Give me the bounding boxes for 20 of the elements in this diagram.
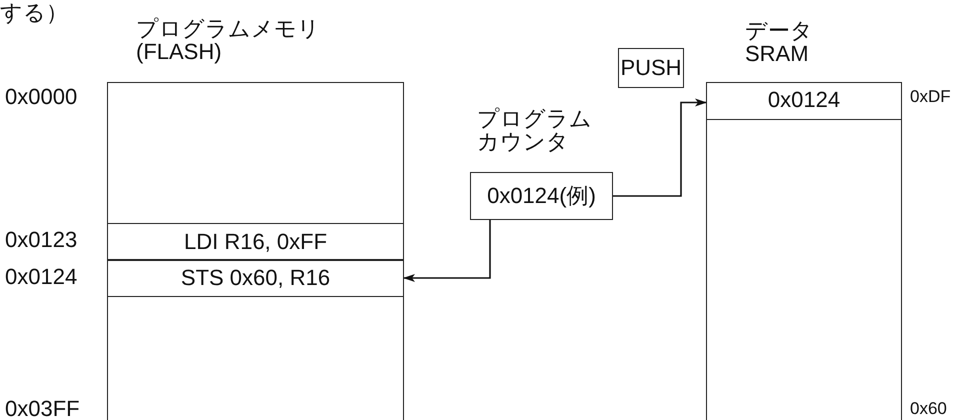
address-label: 0x0000	[5, 86, 78, 108]
memory-row	[108, 223, 403, 261]
instruction-text: LDI R16, 0xFF	[184, 230, 328, 254]
instruction-text: 0x0124	[768, 88, 840, 113]
block-heading: プログラムメモリ (FLASH)	[136, 17, 321, 64]
box-text: 0x0124(例)	[487, 184, 596, 208]
block-heading: データ SRAM	[745, 19, 814, 66]
address-label: 0x03FF	[5, 398, 80, 420]
address-label: 0x60	[910, 400, 947, 417]
address-label: 0x0123	[5, 229, 78, 251]
tag-box	[618, 48, 684, 88]
address-label: 0xDF	[910, 88, 951, 105]
instruction-text: STS 0x60, R16	[180, 266, 330, 290]
box-text: PUSH	[620, 56, 682, 80]
memory-row	[108, 259, 403, 297]
arrow	[403, 220, 491, 282]
block-heading: プログラムカウンタ	[477, 107, 593, 154]
note-text: する）	[0, 2, 68, 24]
arrow	[613, 98, 707, 197]
address-label: 0x0124	[5, 266, 78, 288]
